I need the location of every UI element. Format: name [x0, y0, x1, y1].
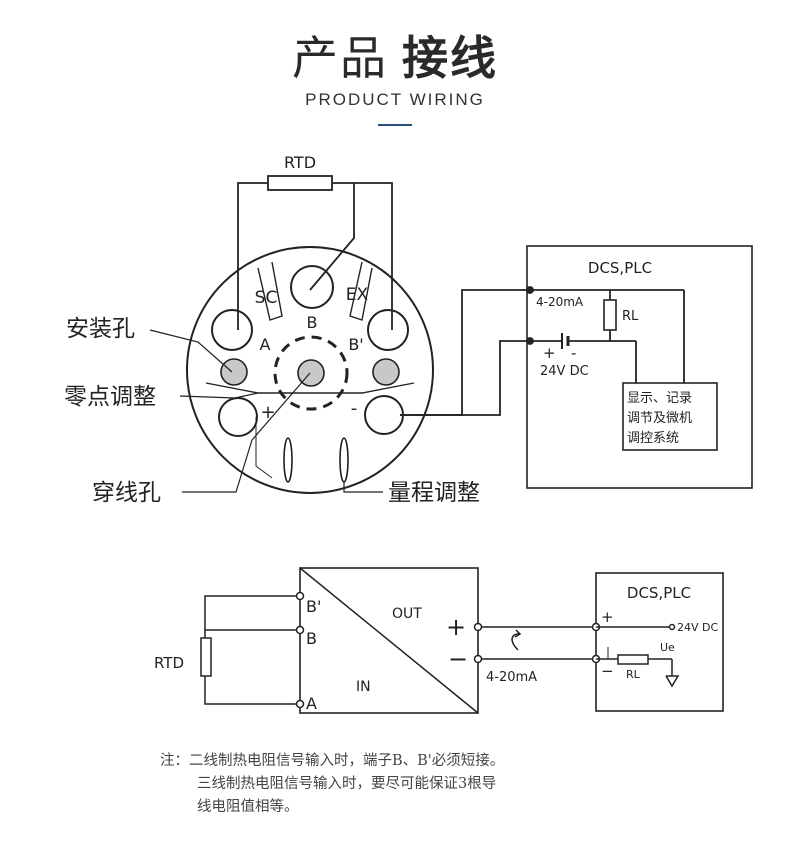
- system-line-3: 调控系统: [627, 431, 679, 446]
- output-wire-plus: [400, 340, 530, 416]
- callout-zero-adjust: 零点调整: [64, 384, 156, 410]
- plus-wire-tail: [255, 417, 273, 479]
- dcs-node-bottom: [526, 337, 534, 345]
- out-minus-node: [473, 654, 483, 664]
- terminal-a-label: A: [260, 335, 271, 354]
- terminal-b: [290, 265, 334, 309]
- ground-symbol: [665, 675, 680, 688]
- out-plus-label: +: [446, 613, 466, 641]
- bottom-wiring-diagram: [200, 567, 724, 714]
- system-line-2: 调节及微机: [627, 411, 692, 426]
- rl-resistor-top: [603, 299, 617, 331]
- note-line-1: 二线制热电阻信号输入时，端子B、B'必须短接。: [189, 753, 505, 769]
- note-line-3: 线电阻值相等。: [197, 799, 299, 815]
- callout-line-wirehole: [182, 372, 311, 493]
- dcs-title-top: DCS,PLC: [588, 259, 652, 277]
- supply-minus-label: -: [571, 344, 576, 362]
- loop-current-label: 4-20mA: [486, 670, 537, 685]
- terminal-a: [211, 309, 253, 351]
- header: 产品接线 PRODUCT WIRING: [0, 0, 790, 140]
- ue-label: Ue: [660, 641, 675, 654]
- supply-plus-label: +: [543, 344, 556, 362]
- rtd-resistor-top: [267, 175, 333, 191]
- dcs-current-top: 4-20mA: [536, 295, 584, 309]
- dcs-plc-box-top: [526, 245, 753, 489]
- terminal-bprime-node: [295, 591, 305, 601]
- out-label: OUT: [392, 606, 422, 622]
- module-body: [186, 246, 434, 494]
- terminal-b-node: [295, 625, 305, 635]
- current-arrow-head: [514, 629, 522, 638]
- terminal-ex-label: EX: [346, 285, 369, 305]
- rl-label-bottom: RL: [626, 668, 641, 681]
- out-minus-label: −: [448, 645, 468, 673]
- rtd-lead-b: [309, 183, 355, 291]
- pocket-ex: [349, 261, 373, 321]
- pocket-sc: [257, 261, 283, 321]
- callout-line-zero: [179, 392, 259, 399]
- terminal-b-label: B: [307, 313, 318, 332]
- span-pot-slot: [339, 437, 349, 483]
- output-wire-minus: [400, 289, 530, 416]
- display-system-box: [622, 382, 718, 451]
- terminal-minus-label: -: [351, 398, 358, 419]
- dcs-supply-label: 24V DC: [677, 621, 718, 634]
- dcs-plus-label: +: [601, 608, 614, 626]
- callout-wire-hole: 穿线孔: [92, 480, 161, 506]
- rtd-label-top: RTD: [284, 153, 316, 172]
- note-line-2: 三线制热电阻信号输入时，要尽可能保证3根导: [197, 776, 497, 792]
- dcs-minus-label: −: [601, 662, 614, 680]
- note-row-1: 注：二线制热电阻信号输入时，端子B、B'必须短接。: [160, 750, 760, 773]
- page-title: 产品接线: [0, 22, 790, 88]
- title-prefix: 产品: [292, 31, 388, 85]
- out-plus-node: [473, 622, 483, 632]
- callout-mounting-hole: 安装孔: [66, 316, 135, 342]
- system-line-1: 显示、记录: [627, 391, 692, 406]
- supply-terminal: [668, 623, 676, 631]
- callout-line-mounting: [149, 329, 233, 373]
- rtd-wire-bprime: [204, 595, 300, 630]
- supply-voltage-top: 24V DC: [540, 364, 589, 379]
- in-label: IN: [356, 679, 371, 695]
- mounting-hole-right: [372, 358, 400, 386]
- current-arrow: [511, 633, 521, 651]
- dcs-node-top: [526, 286, 534, 294]
- terminal-bprime-label: B': [348, 335, 363, 354]
- divider-line: [205, 382, 415, 394]
- rtd-lead-a: [237, 182, 268, 330]
- terminal-bprime: [367, 309, 409, 351]
- rl-resistor-bottom: [617, 654, 649, 665]
- dcs-rl-top: RL: [622, 309, 639, 324]
- dcs-plc-box-bottom: [595, 572, 724, 712]
- terminal-a-node: [295, 699, 305, 709]
- transmitter-diagonal: [299, 567, 479, 714]
- rtd-label-bottom: RTD: [154, 654, 184, 672]
- title-main: 接线: [402, 31, 498, 85]
- terminal-plus-label: +: [260, 402, 275, 423]
- terminal-b-bottom: B: [306, 629, 317, 648]
- terminal-plus: [218, 397, 258, 437]
- callout-span-adjust: 量程调整: [388, 480, 480, 506]
- wiring-notes: 注：二线制热电阻信号输入时，端子B、B'必须短接。 三线制热电阻信号输入时，要尽…: [160, 750, 760, 819]
- zero-pot-slot: [283, 437, 293, 483]
- top-diagram-labels: RTD SC EX B A B' + - 安装孔 零点调整 穿线孔 量程调整 D…: [64, 153, 692, 506]
- terminal-a-bottom: A: [306, 694, 317, 713]
- terminal-minus: [364, 395, 404, 435]
- note-prefix: 注：: [160, 753, 189, 769]
- rtd-resistor-bottom: [200, 637, 212, 677]
- bottom-diagram-labels: RTD B' B A OUT IN + − 4-20mA DCS,PLC + −…: [154, 584, 718, 713]
- rtd-lead-bprime: [332, 182, 393, 330]
- title-underline: [378, 124, 412, 126]
- terminal-sc-label: SC: [255, 288, 278, 308]
- rtd-wire-a: [204, 676, 300, 705]
- mounting-hole-left: [220, 358, 248, 386]
- transmitter-block: [299, 567, 479, 714]
- callout-line-span: [343, 482, 383, 493]
- page-subtitle: PRODUCT WIRING: [305, 90, 485, 109]
- wire-hole-dashed-ring: [273, 335, 349, 411]
- terminal-bprime-bottom: B': [306, 597, 321, 616]
- top-wiring-diagram: [149, 175, 753, 494]
- dcs-title-bottom: DCS,PLC: [627, 584, 691, 602]
